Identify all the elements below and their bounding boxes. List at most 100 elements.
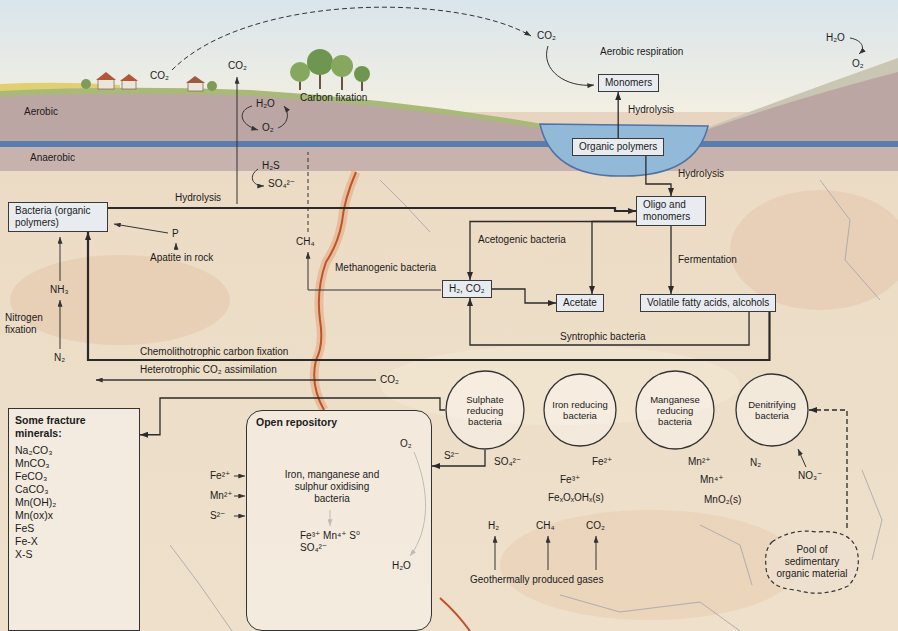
process-box: Bacteria (organic polymers) <box>8 202 108 232</box>
bush <box>81 79 91 89</box>
node-title: Sulphate reducing bacteria <box>455 394 515 427</box>
diagram-label: P <box>172 228 179 240</box>
diagram-label: H₂O <box>826 32 845 44</box>
diagram-label: S²⁻ <box>210 510 225 522</box>
water-cycle-arc <box>850 38 862 54</box>
anaerobic-zone <box>0 147 898 171</box>
tree-crown <box>331 55 353 77</box>
reduced-species-arrow <box>234 496 245 497</box>
connector-group <box>88 92 847 528</box>
bush <box>207 81 217 91</box>
process-box: Acetate <box>556 294 604 312</box>
diagram-label: CO₂ <box>150 70 169 82</box>
bacteria-cycle: Iron reducing bacteria <box>543 373 617 447</box>
crack <box>820 180 880 300</box>
flow-arrow <box>432 450 485 466</box>
diagram-label: Mn²⁺ <box>688 456 711 468</box>
assimilation-line <box>96 379 376 381</box>
pool-outline-path <box>766 531 859 593</box>
edge-label: Hydrolysis <box>628 104 674 116</box>
diagram-label: Fe²⁺ <box>592 456 612 468</box>
edge-label: Hydrolysis <box>678 168 724 180</box>
photosynthesis-loop <box>242 106 258 130</box>
redox-boundary <box>0 141 898 147</box>
diagram-label: S²⁻ <box>444 450 459 462</box>
diagram-label: CO₂ <box>380 374 399 386</box>
diagram-label: Mn⁴⁺ <box>700 474 723 486</box>
process-box: Oligo and monomers <box>636 196 706 226</box>
diagram-label: CO₂ <box>228 60 247 72</box>
cycle-circle <box>544 374 616 446</box>
nitrate-arrow <box>798 449 806 467</box>
cycle-circle <box>636 371 714 449</box>
process-box: H₂, CO₂ <box>442 280 492 298</box>
sediment-pool: Pool of sedimentary organic material <box>762 528 862 596</box>
diagram-label: CH₄ <box>536 520 555 532</box>
edge-label: Syntrophic bacteria <box>560 331 646 343</box>
node-title: Acetate <box>563 297 597 309</box>
diagram-label: Aerobic <box>24 106 58 118</box>
carbon-dioxide-arc <box>172 7 531 70</box>
diagram-label: SO₄²⁻ <box>494 456 521 468</box>
diagram-label: Geothermally produced gases <box>470 574 603 586</box>
node-title: Manganese reducing bacteria <box>645 394 705 427</box>
diagram-label: H₂O <box>392 560 411 572</box>
farmhouses <box>81 72 217 91</box>
house <box>98 79 114 89</box>
rock-cracks <box>170 180 882 631</box>
gas-arrow <box>596 536 597 570</box>
reduced-species-arrow <box>234 516 245 517</box>
nitrogen-arrow <box>60 300 61 349</box>
gas-arrow <box>548 536 549 570</box>
crack <box>380 180 430 232</box>
flow-arrow <box>108 208 636 211</box>
diagram-label: Carbon fixation <box>300 92 367 104</box>
edge-label: Chemolithotrophic carbon fixation <box>140 346 288 358</box>
house <box>122 80 136 89</box>
bacteria-cycle: Manganese reducing bacteria <box>635 370 715 450</box>
tree-crown <box>290 62 310 82</box>
diagram-label: CH₄ <box>296 236 315 248</box>
node-title: Volatile fatty acids, alcohols <box>647 297 769 309</box>
flow-arrow <box>492 289 556 303</box>
diagram-label: O₂ <box>400 438 412 450</box>
flow-arrow <box>618 92 619 138</box>
diagram-label: Anaerobic <box>30 152 75 164</box>
diagram-label: Fe²⁺ <box>210 470 230 482</box>
edge-label: Hydrolysis <box>175 192 221 204</box>
roof <box>186 76 205 83</box>
diagram-label: CO₂ <box>586 520 605 532</box>
process-arrows <box>60 7 862 570</box>
bacteria-cycle: Denitrifying bacteria <box>735 373 809 447</box>
node-title: Some fracture minerals: <box>15 414 133 440</box>
crack <box>170 545 232 631</box>
node-title: Iron reducing bacteria <box>550 399 610 421</box>
diagram-label: FeₓOₓOHₓ(s) <box>548 492 604 504</box>
roof <box>96 72 116 80</box>
diagram-label: H₂ <box>488 520 499 532</box>
diagram-label: Fe³⁺ Mn⁴⁺ S⁰ SO₄²⁻ <box>300 530 362 554</box>
diagram-label: NO₃⁻ <box>798 470 822 482</box>
aerobic-zone <box>0 72 898 141</box>
rock-wash <box>500 510 800 620</box>
fracture-line <box>440 598 470 631</box>
diagram-label: H₂S <box>262 160 280 172</box>
cycle-circle <box>736 374 808 446</box>
mineral-panel: Some fracture minerals:Na₂CO₃ MnCO₃ FeCO… <box>8 408 140 631</box>
crack <box>700 525 752 585</box>
tree-crown <box>354 66 370 82</box>
diagram-label: Apatite in rock <box>150 252 213 264</box>
sulphur-loop <box>252 169 264 186</box>
diagram-label: MnO₂(s) <box>704 494 741 506</box>
methanogenesis-arrow <box>308 252 441 290</box>
diagram-label: O₂ <box>852 58 864 70</box>
flow-arrow <box>646 156 671 196</box>
node-title: Oligo and monomers <box>643 199 699 223</box>
photosynthesis-loop <box>278 106 287 128</box>
node-title: Bacteria (organic polymers) <box>15 205 101 229</box>
respiration-arc <box>547 46 594 85</box>
crack <box>862 470 882 560</box>
carbon-dioxide-rise <box>237 77 238 204</box>
